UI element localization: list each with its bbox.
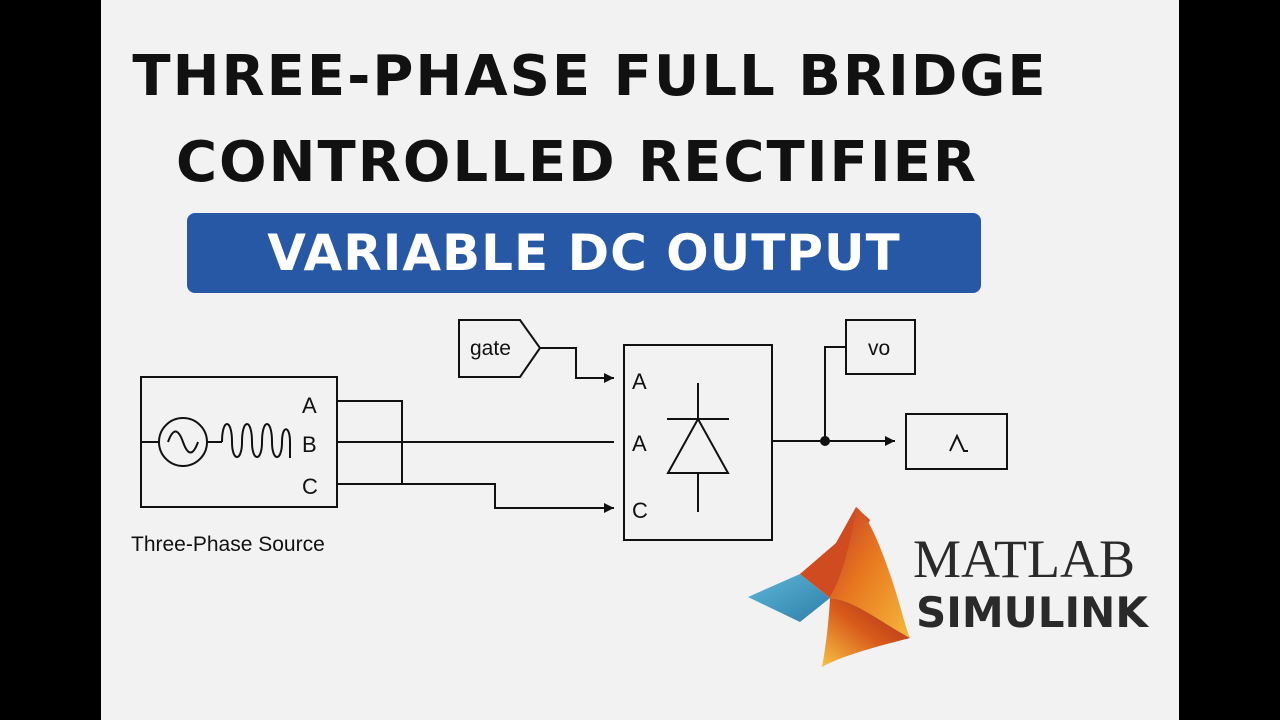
scope-wave-icon bbox=[949, 433, 968, 452]
output-wires bbox=[772, 346, 895, 446]
title-line-1: THREE-PHASE FULL BRIDGE bbox=[132, 44, 1048, 109]
thyristor-icon bbox=[666, 383, 730, 512]
source-port-c: C bbox=[302, 474, 318, 499]
matlab-logo-icon bbox=[748, 507, 910, 667]
bridge-port-1: A bbox=[632, 369, 647, 394]
source-port-a: A bbox=[302, 393, 317, 418]
inductor-coil-icon bbox=[221, 423, 291, 458]
vo-tag-label: vo bbox=[868, 337, 890, 360]
junction-dot bbox=[820, 436, 830, 446]
vo-goto-tag[interactable]: vo bbox=[845, 319, 916, 375]
bridge-port-2: A bbox=[632, 431, 647, 456]
simulink-wordmark: SIMULINK bbox=[916, 588, 1148, 637]
subtitle-banner: VARIABLE DC OUTPUT bbox=[187, 213, 981, 293]
gate-wire bbox=[540, 347, 614, 383]
gate-from-tag[interactable]: gate bbox=[458, 319, 542, 378]
ac-source-icon bbox=[158, 417, 208, 467]
bridge-port-3: C bbox=[632, 498, 648, 523]
matlab-wordmark: MATLAB bbox=[913, 529, 1136, 589]
source-caption: Three-Phase Source bbox=[131, 533, 325, 556]
title-line-2: CONTROLLED RECTIFIER bbox=[175, 130, 979, 195]
gate-tag-label: gate bbox=[470, 337, 511, 360]
source-port-b: B bbox=[302, 432, 317, 457]
phase-wires bbox=[337, 400, 614, 513]
three-phase-source-block[interactable]: A B C bbox=[140, 376, 338, 508]
diagram-canvas bbox=[101, 0, 1179, 720]
thyristor-bridge-block[interactable]: A A C bbox=[623, 344, 773, 541]
output-scope-block[interactable] bbox=[905, 413, 1008, 470]
